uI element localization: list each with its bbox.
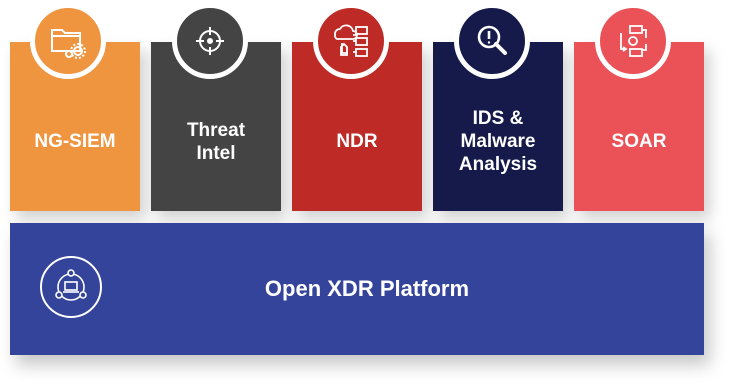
magnifier-alert-icon	[454, 3, 530, 79]
connected-laptop-icon	[40, 256, 102, 318]
folder-gears-icon	[30, 3, 106, 79]
module-label-ng-siem: NG-SIEM	[34, 131, 116, 152]
module-label-ndr: NDR	[336, 131, 378, 152]
module-label-soar: SOAR	[611, 131, 667, 152]
module-label-threat-intel: Threat Intel	[186, 119, 246, 164]
cloud-network-icon	[313, 3, 389, 79]
module-label-ids-malware-analysis: IDS & Malware Analysis	[458, 108, 538, 175]
platform-bar: Open XDR Platform	[10, 223, 704, 355]
module-threat-intel: Threat Intel	[151, 42, 281, 211]
workflow-icon	[595, 3, 671, 79]
platform-label: Open XDR Platform	[264, 276, 470, 301]
crosshair-icon	[172, 3, 248, 79]
